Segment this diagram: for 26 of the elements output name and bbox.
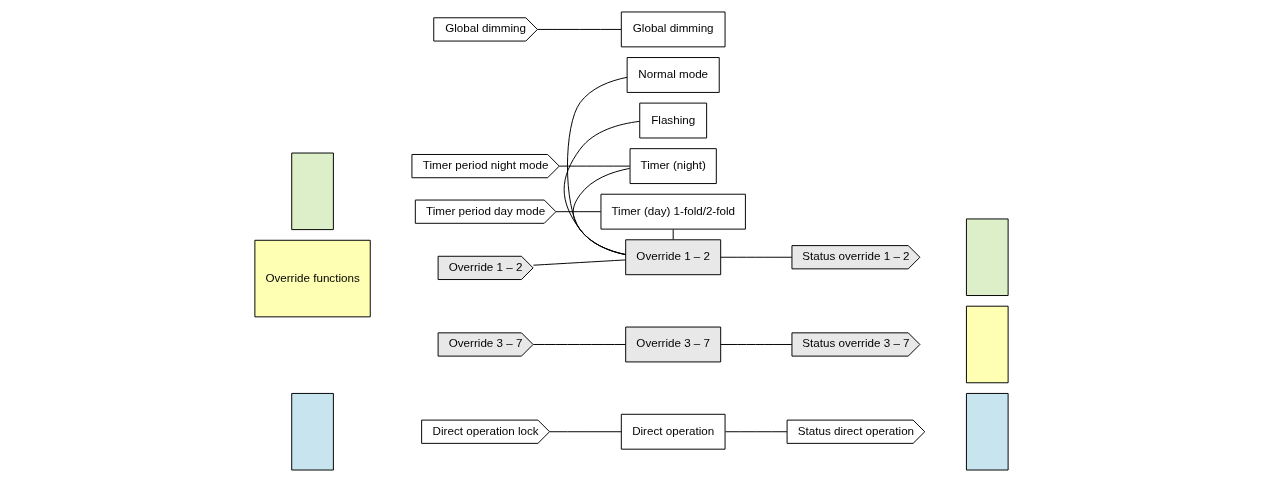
- node-box: [291, 392, 334, 471]
- node-box: Timer (night): [629, 148, 717, 185]
- connector: [532, 344, 626, 345]
- connector: [572, 167, 631, 256]
- node-box: Global dimming: [620, 11, 726, 48]
- connector: [720, 344, 793, 345]
- node-box: Flashing: [639, 102, 708, 139]
- connector: [720, 256, 793, 258]
- connector: [558, 165, 631, 167]
- connector: [555, 211, 602, 213]
- node-box: [291, 152, 334, 231]
- node-box: Timer (day) 1-fold/2-fold: [600, 193, 746, 230]
- node-box: Override 3 – 7: [625, 326, 722, 363]
- connector: [532, 259, 626, 266]
- node-box: Normal mode: [626, 57, 720, 93]
- node-box: Direct operation: [620, 413, 726, 450]
- node-box: Override functions: [254, 239, 371, 318]
- node-box: [965, 392, 1009, 471]
- node-box: [965, 218, 1009, 296]
- node-box: [965, 305, 1009, 384]
- connector: [537, 28, 622, 30]
- connector: [672, 228, 674, 240]
- connector: [725, 431, 788, 433]
- node-box: Override 1 – 2: [625, 239, 722, 276]
- connector: [549, 431, 622, 433]
- connector: [563, 120, 641, 256]
